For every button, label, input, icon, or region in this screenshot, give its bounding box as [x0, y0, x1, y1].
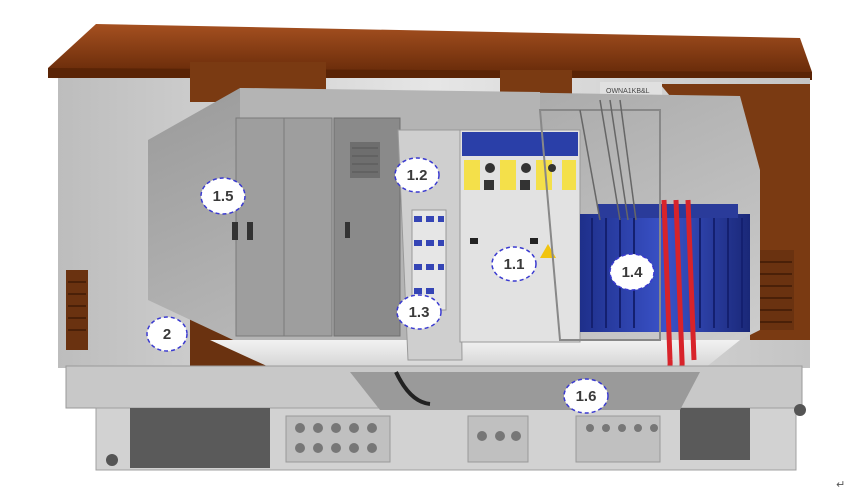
callout-1-2: 1.2 — [394, 157, 440, 193]
equipment-plate: OWNA1KB&L — [606, 88, 650, 95]
callout-2: 2 — [146, 316, 188, 352]
callout-1-5: 1.5 — [200, 177, 246, 215]
svg-text:2: 2 — [163, 326, 171, 343]
callout-1-4: 1.4 — [609, 253, 655, 291]
svg-text:1.1: 1.1 — [504, 256, 525, 273]
svg-text:1.3: 1.3 — [409, 304, 430, 321]
svg-text:1.6: 1.6 — [576, 388, 597, 405]
callout-1-6: 1.6 — [563, 378, 609, 414]
svg-text:1.2: 1.2 — [407, 167, 428, 184]
mv-switchgear — [459, 129, 581, 343]
roof — [48, 24, 812, 80]
paragraph-return-mark: ↵ — [836, 478, 846, 491]
svg-text:1.4: 1.4 — [622, 264, 644, 281]
lv-cabinet — [232, 117, 401, 337]
foundation — [65, 365, 806, 471]
svg-text:1.5: 1.5 — [213, 188, 234, 205]
callout-1-3: 1.3 — [396, 294, 442, 330]
callout-1-1: 1.1 — [491, 246, 537, 282]
